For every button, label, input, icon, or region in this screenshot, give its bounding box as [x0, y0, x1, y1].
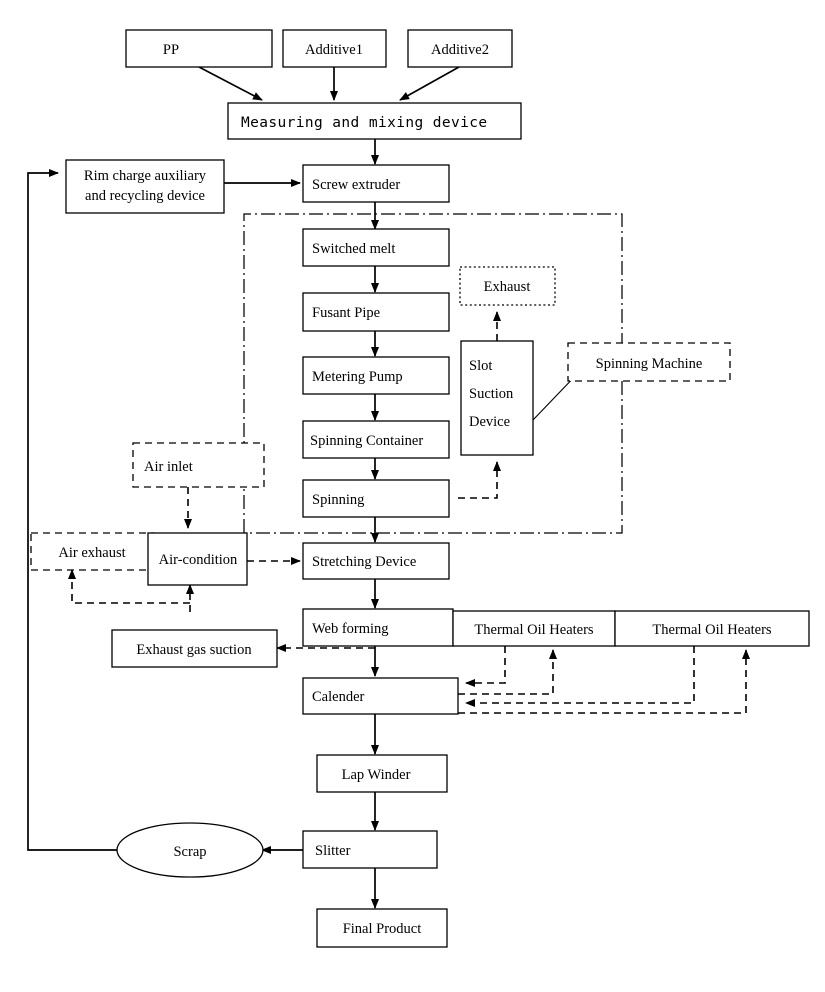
node-web-forming[interactable] — [302, 608, 454, 647]
node-spinning-container-label: Spinning Container — [310, 433, 423, 449]
node-thermal-oil-heaters-1[interactable] — [452, 610, 616, 647]
node-rim-charge-recycling[interactable] — [65, 159, 225, 214]
edge-pp-to-measuring — [198, 66, 263, 101]
node-pp-label: PP — [163, 42, 179, 58]
node-additive2-label: Additive2 — [431, 42, 489, 58]
node-metering-pump[interactable] — [302, 356, 450, 395]
node-exhaust-label: Exhaust — [484, 279, 531, 295]
node-lap-winder[interactable] — [316, 754, 448, 793]
node-measuring-mixing-device[interactable] — [227, 102, 522, 140]
node-air-inlet-label: Air inlet — [144, 459, 193, 475]
node-air-exhaust[interactable] — [30, 532, 155, 571]
node-slitter-label: Slitter — [315, 843, 351, 859]
node-exhaust-gas-suction[interactable] — [111, 629, 278, 668]
node-thermal-oil-heaters-1-label: Thermal Oil Heaters — [474, 622, 594, 638]
node-spinning-container[interactable] — [302, 420, 450, 459]
node-calender[interactable] — [302, 677, 459, 715]
node-rim-charge-line1: Rim charge auxiliary — [84, 168, 207, 184]
node-additive1[interactable] — [282, 29, 387, 68]
node-web-forming-label: Web forming — [312, 621, 389, 637]
edge-spinning-to-slotsuction — [458, 461, 501, 499]
node-metering-pump-label: Metering Pump — [312, 369, 403, 385]
node-calender-label: Calender — [312, 689, 365, 705]
node-exhaust-gas-suction-label: Exhaust gas suction — [136, 642, 252, 658]
node-air-exhaust-label: Air exhaust — [58, 545, 125, 561]
node-thermal-oil-heaters-2[interactable] — [614, 610, 810, 647]
node-final-product-label: Final Product — [343, 921, 422, 937]
node-slot-suction-line2: Suction — [469, 386, 514, 402]
node-additive1-label: Additive1 — [305, 42, 363, 58]
node-spinning-machine-label-box[interactable] — [567, 342, 731, 382]
node-slot-suction-line1: Slot — [469, 358, 492, 374]
node-slot-suction-device[interactable] — [460, 340, 534, 456]
node-stretching-device[interactable] — [302, 542, 450, 580]
node-stretching-device-label: Stretching Device — [312, 554, 416, 570]
node-switched-melt[interactable] — [302, 228, 450, 267]
node-fusant-pipe-label: Fusant Pipe — [312, 305, 380, 321]
node-measuring-mixing-device-label: Measuring and mixing device — [241, 115, 488, 131]
edge-heater1-to-calender — [465, 646, 506, 687]
edge-calender-to-heater1 — [458, 649, 557, 695]
node-slot-suction-line3: Device — [469, 414, 510, 430]
edge-additive2-to-measuring — [399, 66, 460, 101]
node-lap-winder-label: Lap Winder — [342, 767, 411, 783]
node-slitter[interactable] — [302, 830, 438, 869]
node-rim-charge-line2: and recycling device — [85, 188, 205, 204]
node-screw-extruder-label: Screw extruder — [312, 177, 400, 193]
node-scrap[interactable] — [116, 822, 264, 878]
node-exhaust[interactable] — [459, 266, 556, 306]
node-air-condition[interactable] — [147, 532, 248, 586]
node-spinning-label: Spinning — [312, 492, 364, 508]
node-air-inlet[interactable] — [132, 442, 265, 488]
edge-exhaustgas-branch-to-airexhaust — [68, 569, 190, 604]
node-pp[interactable] — [125, 29, 273, 68]
edge-scrap-to-rimcharge — [27, 169, 117, 851]
node-spinning-machine-label: Spinning Machine — [596, 356, 703, 372]
node-scrap-label: Scrap — [173, 844, 206, 860]
node-air-condition-label: Air-condition — [159, 552, 238, 568]
node-switched-melt-label: Switched melt — [312, 241, 395, 257]
node-thermal-oil-heaters-2-label: Thermal Oil Heaters — [652, 622, 772, 638]
node-additive2[interactable] — [407, 29, 513, 68]
node-final-product[interactable] — [316, 908, 448, 948]
edge-heater2-to-calender — [465, 646, 695, 707]
spinning-machine-enclosure — [243, 213, 623, 534]
node-screw-extruder[interactable] — [302, 164, 450, 203]
node-fusant-pipe[interactable] — [302, 292, 450, 332]
edge-calender-to-heater2 — [458, 649, 750, 714]
node-spinning[interactable] — [302, 479, 450, 518]
